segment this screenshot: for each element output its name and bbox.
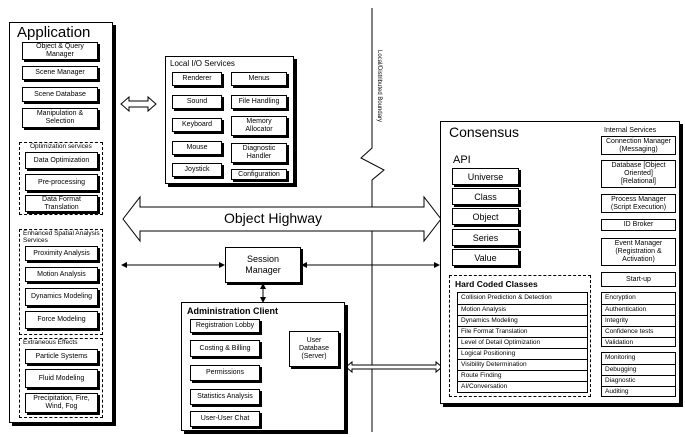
startup-box: Start-up [601, 272, 676, 287]
keyboard-box: Keyboard [172, 118, 222, 132]
hard-coded-title: Hard Coded Classes [455, 279, 538, 289]
monitoring-item: Monitoring [605, 354, 636, 361]
security-item: Validation [602, 337, 675, 347]
data-format-translation-box: Data Format Translation [25, 195, 98, 212]
memory-allocator-box: Memory Allocator [231, 116, 287, 136]
session-manager-box: Session Manager [225, 247, 301, 283]
particle-systems-box: Particle Systems [25, 349, 98, 364]
api-value-box: Value [452, 249, 519, 266]
monitoring-item: Debugging [602, 364, 675, 374]
internal-services-title: Internal Services [604, 127, 657, 134]
scene-manager-box: Scene Manager [22, 66, 98, 80]
user-chat-box: User-User Chat [190, 411, 260, 427]
api-universe-box: Universe [452, 168, 519, 185]
api-label: API [453, 154, 471, 166]
consensus-title: Consensus [449, 124, 520, 140]
connection-manager-box: Connection Manager (Messaging) [601, 136, 676, 155]
extraneous-title: Extraneous Effects [23, 339, 78, 346]
security-item: Authentication [602, 304, 675, 314]
object-query-manager-box: Object & Query Manager [22, 42, 98, 60]
application-title: Application [17, 24, 91, 41]
manipulation-selection-box: Manipulation & Selection [22, 108, 98, 128]
dynamics-modeling-box: Dynamics Modeling [25, 288, 98, 306]
optimization-group: Optimization services [19, 142, 103, 215]
extraneous-effects-group: Extraneous Effects [19, 338, 103, 418]
monitoring-list: Monitoring Debugging Diagnostic Auditing [601, 352, 676, 397]
boundary-label: Local/Distributed Boundary [376, 50, 382, 123]
force-modeling-box: Force Modeling [25, 311, 98, 329]
diagnostic-handler-box: Diagnostic Handler [231, 143, 287, 163]
costing-billing-box: Costing & Billing [190, 340, 260, 357]
api-series-box: Series [452, 229, 519, 246]
configuration-box: Configuration [231, 169, 287, 180]
hc-item: Level of Detail Optimization [458, 337, 587, 347]
menus-box: Menus [231, 72, 287, 86]
hc-item: Motion Analysis [458, 304, 587, 314]
monitoring-item: Auditing [602, 386, 675, 396]
hc-item: AI/Conversation [458, 381, 587, 391]
security-item: Encryption [605, 294, 636, 301]
motion-analysis-box: Motion Analysis [25, 267, 98, 282]
event-manager-box: Event Manager (Registration & Activation… [601, 238, 676, 266]
admin-client-title: Administration Client [187, 306, 279, 316]
hard-coded-list: Collision Prediction & Detection Motion … [457, 292, 588, 393]
proximity-analysis-box: Proximity Analysis [25, 246, 98, 261]
hard-coded-group [449, 275, 591, 397]
admin-consensus-arrow [345, 360, 443, 374]
api-object-box: Object [452, 208, 519, 225]
statistics-analysis-box: Statistics Analysis [190, 389, 260, 405]
security-item: Confidence tests [602, 326, 675, 336]
hc-item: Route Finding [458, 370, 587, 380]
optimization-title: Optimization services [30, 143, 92, 150]
security-item: Integrity [602, 315, 675, 325]
user-database-box: User Database (Server) [289, 331, 339, 367]
registration-lobby-box: Registration Lobby [190, 319, 260, 333]
spatial-analysis-title: Enhanced Spatial Analysis Services [23, 230, 100, 244]
fluid-modeling-box: Fluid Modeling [25, 369, 98, 388]
hc-item: Dynamics Modeling [458, 315, 587, 325]
mouse-box: Mouse [172, 141, 222, 155]
sound-box: Sound [172, 95, 222, 109]
joystick-box: Joystick [172, 163, 222, 177]
hc-item: Collision Prediction & Detection [461, 294, 552, 301]
renderer-box: Renderer [172, 72, 222, 86]
security-list: Encryption Authentication Integrity Conf… [601, 292, 676, 347]
api-class-box: Class [452, 188, 519, 205]
monitoring-item: Diagnostic [602, 375, 675, 385]
preprocessing-box: Pre-processing [25, 174, 98, 191]
local-io-title: Local I/O Services [170, 59, 235, 68]
database-box: Database [Object Oriented] [Relational] [601, 160, 676, 188]
hc-item: File Format Translation [458, 326, 587, 336]
id-broker-box: ID Broker [601, 219, 676, 231]
spatial-analysis-group: Enhanced Spatial Analysis Services [19, 229, 103, 335]
scene-database-box: Scene Database [22, 87, 98, 102]
file-handling-box: File Handling [231, 95, 287, 109]
hc-item: Logical Positioning [458, 348, 587, 358]
precipitation-box: Precipitation, Fire, Wind, Fog [25, 393, 98, 413]
permissions-box: Permissions [190, 365, 260, 381]
process-manager-box: Process Manager (Script Execution) [601, 194, 676, 213]
hc-item: Visibility Determination [458, 359, 587, 369]
object-highway-label: Object Highway [224, 210, 323, 226]
app-io-arrow [120, 95, 157, 113]
data-optimization-box: Data Optimization [25, 152, 98, 169]
